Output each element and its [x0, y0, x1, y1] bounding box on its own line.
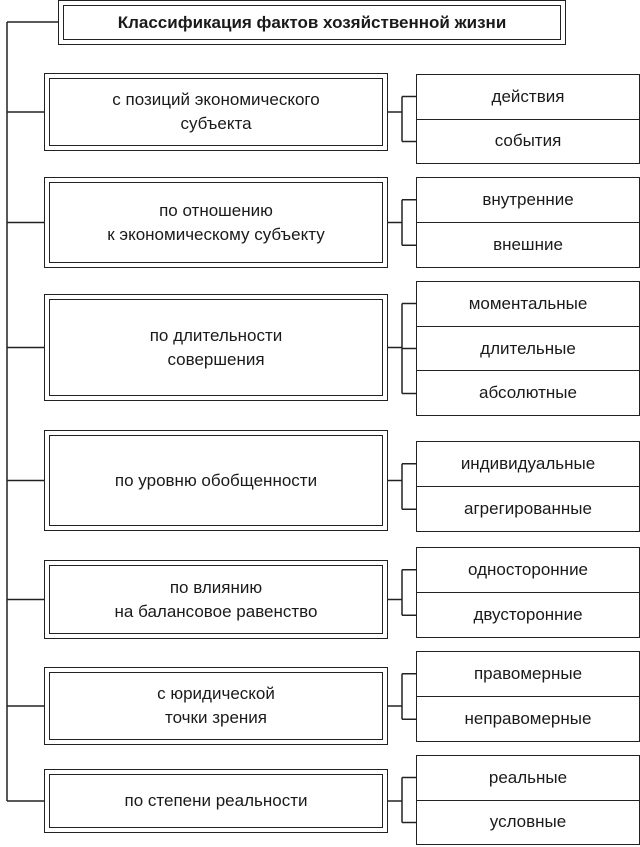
options-box: односторонние двусторонние [416, 547, 640, 638]
criterion-label: по отношению к экономическому субъекту [49, 182, 383, 263]
criterion-label: с юридической точки зрения [49, 672, 383, 740]
criterion-label: по уровню обобщенности [49, 435, 383, 526]
option-item: двусторонние [417, 592, 639, 637]
criterion-box: по уровню обобщенности [44, 430, 388, 531]
criterion-box: по отношению к экономическому субъекту [44, 177, 388, 268]
option-item: односторонние [467, 560, 589, 579]
options-box: действия события [416, 74, 640, 164]
diagram-title: Классификация фактов хозяйственной жизни [63, 5, 561, 40]
option-item: условные [417, 799, 639, 845]
option-item: неправомерные [417, 696, 639, 741]
options-box: индивидуальные агрегированные [416, 441, 640, 532]
criterion-box: с юридической точки зрения [44, 667, 388, 745]
option-item: действия [491, 86, 565, 106]
criterion-label: с позиций экономического субъекта [49, 78, 383, 146]
criterion-box: с позиций экономического субъекта [44, 73, 388, 151]
option-item: агрегированные [417, 486, 639, 531]
criterion-box: по длительности совершения [44, 294, 388, 401]
criterion-label: по длительности совершения [49, 299, 383, 396]
criterion-box: по влиянию на балансовое равенство [44, 560, 388, 639]
options-box: реальные условные [416, 755, 640, 845]
option-item: длительные [417, 325, 639, 371]
option-item: события [417, 118, 639, 164]
criterion-label: по степени реальности [49, 774, 383, 828]
option-item: индивидуальные [460, 454, 596, 473]
option-item: правомерные [473, 664, 583, 683]
options-box: внутренние внешние [416, 177, 640, 268]
option-item: внутренние [482, 190, 574, 209]
option-item: реальные [488, 767, 568, 787]
option-item: моментальные [468, 293, 588, 313]
option-item: абсолютные [417, 370, 639, 415]
criterion-box: по степени реальности [44, 769, 388, 833]
options-box: правомерные неправомерные [416, 651, 640, 742]
option-item: внешние [417, 222, 639, 267]
diagram-title-box: Классификация фактов хозяйственной жизни [58, 0, 566, 45]
criterion-label: по влиянию на балансовое равенство [49, 565, 383, 634]
